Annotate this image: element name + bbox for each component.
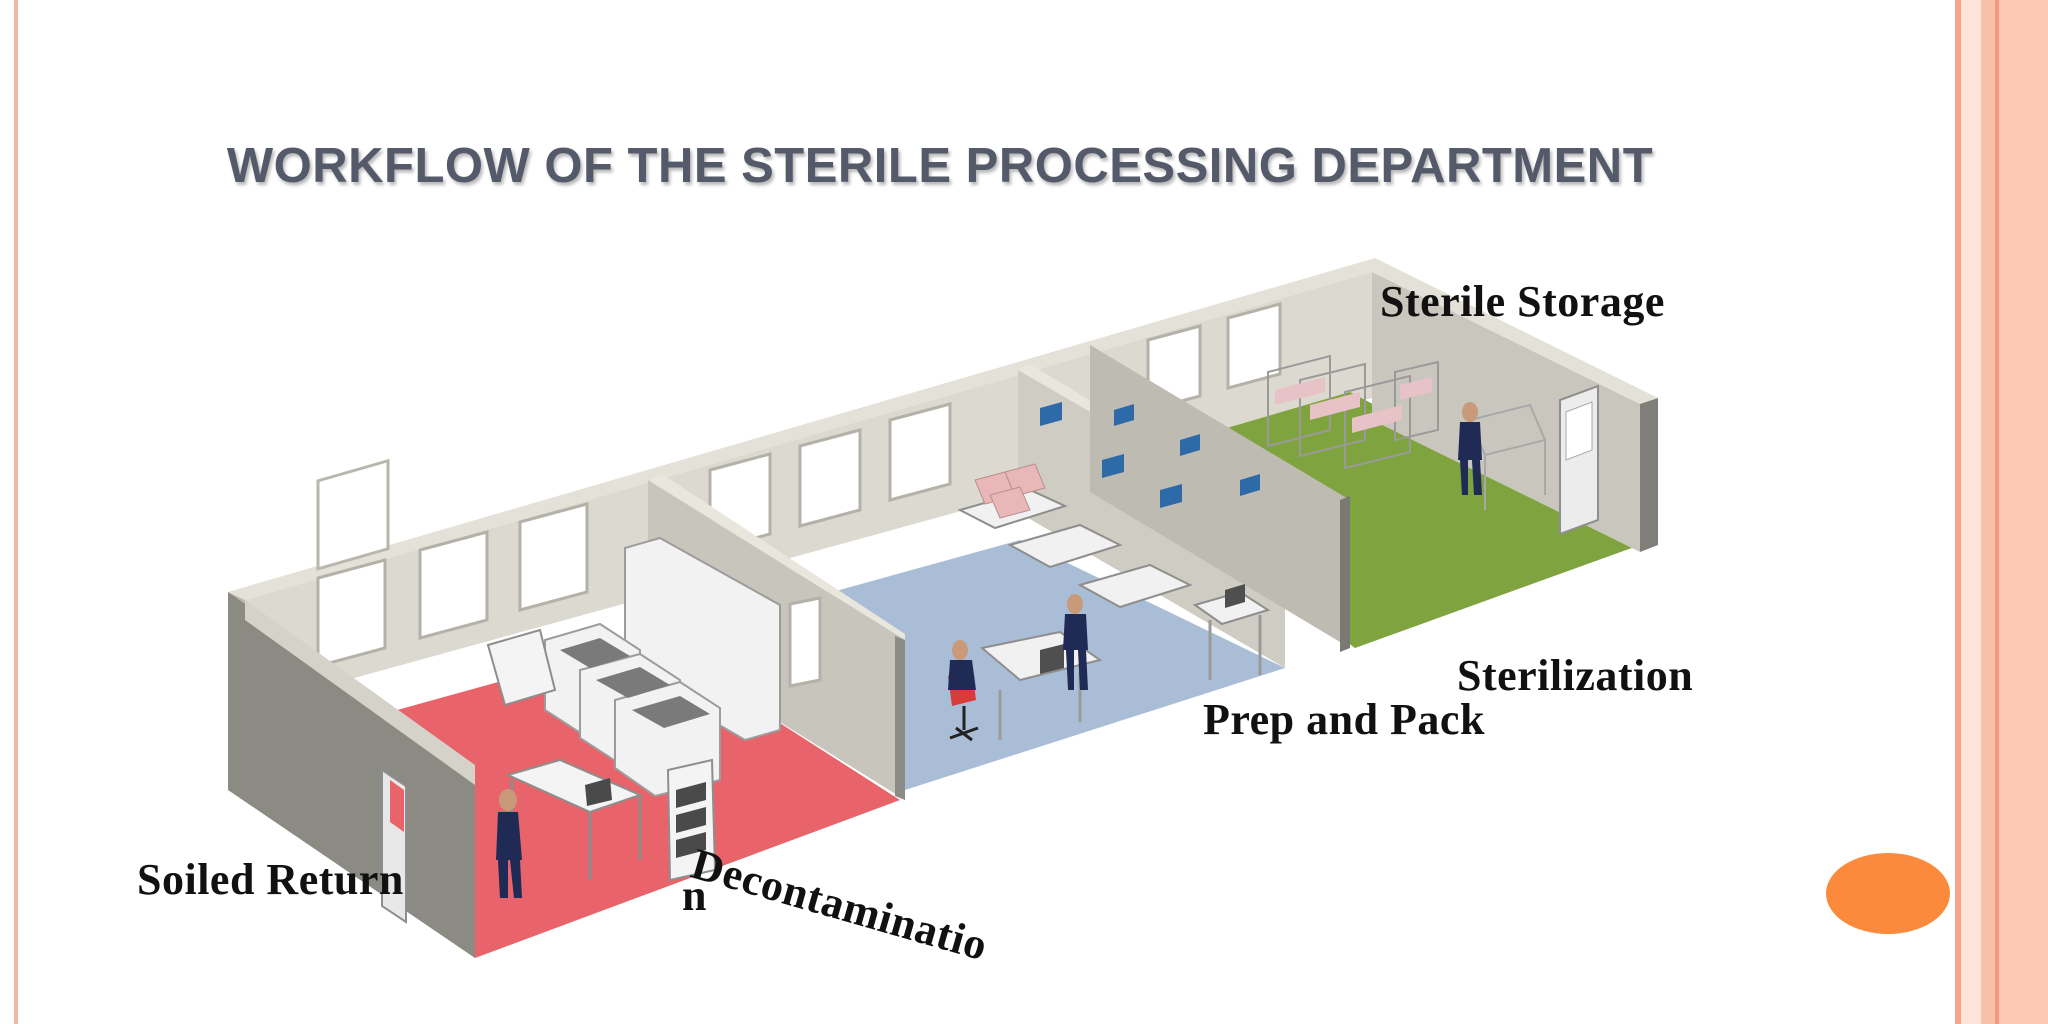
stripe [1981, 0, 1995, 1024]
stripe [1955, 0, 1961, 1024]
page-title: WORKFLOW OF THE STERILE PROCESSING DEPAR… [226, 139, 1654, 193]
stripe [1999, 0, 2048, 1024]
zone-label-soiled-return: Soiled Return [137, 855, 404, 904]
zone-label-sterilization: Sterilization [1457, 651, 1694, 700]
stripe [1995, 0, 1999, 1024]
left-border-line [14, 0, 18, 1024]
right-decorative-stripes [1955, 0, 2048, 1024]
zone-label-sterile-storage: Sterile Storage [1380, 277, 1665, 326]
stripe [1961, 0, 1981, 1024]
orange-accent-oval [1826, 853, 1950, 934]
zone-label-decontamination-wrap: n [682, 871, 707, 920]
zone-label-prep-and-pack: Prep and Pack [1203, 695, 1485, 744]
